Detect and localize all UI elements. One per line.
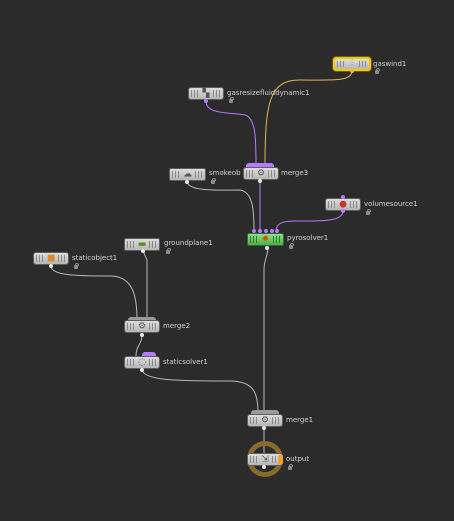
output-port[interactable] [262, 426, 266, 430]
output-icon: ⇲ [261, 454, 269, 464]
node-label-staticsolver1: staticsolver1 [163, 358, 208, 366]
staticsolver1-input-bar [142, 352, 156, 356]
wire-staticsolver-merge1 [141, 368, 259, 414]
input-port-5[interactable] [275, 229, 279, 233]
lock-icon [366, 209, 371, 215]
wire-merge2-staticsolver [135, 333, 143, 357]
input-port[interactable] [341, 195, 345, 199]
node-label-pyrosolver1: pyrosolver1 [287, 234, 329, 242]
node-label-gaswind1: gaswind1 [373, 60, 407, 68]
wire-volumesource-pyrosolver [275, 210, 344, 233]
input-port-1[interactable] [252, 229, 256, 233]
output-port[interactable] [265, 246, 269, 250]
volume-source-icon: ● [339, 199, 347, 209]
node-groundplane1[interactable]: ▬ [124, 238, 160, 251]
node-pyrosolver1[interactable]: ✹ [247, 233, 284, 246]
input-port-2[interactable] [258, 229, 262, 233]
lock-icon [74, 263, 79, 269]
wind-icon: ⫶ [350, 58, 354, 69]
output-port[interactable] [140, 333, 144, 337]
merge1-input-bar [251, 410, 279, 414]
static-object-icon: ■ [46, 253, 56, 263]
output-port[interactable] [140, 368, 144, 372]
wire-smokeobject-pyrosolver [186, 180, 255, 233]
node-label-merge2: merge2 [163, 322, 191, 330]
node-staticobject1[interactable]: ■ [33, 252, 69, 265]
output-port[interactable] [350, 69, 354, 73]
node-merge3[interactable]: ⚙ [243, 167, 279, 180]
output-port[interactable] [262, 465, 266, 469]
solver-icon: ◌ [138, 357, 146, 367]
wire-groundplane-merge2 [142, 250, 148, 320]
lock-icon [375, 68, 380, 74]
wire-staticobject-merge2 [50, 265, 138, 321]
node-label-merge3: merge3 [281, 169, 309, 177]
output-port[interactable] [141, 249, 145, 253]
node-merge2[interactable]: ⚙ [124, 320, 160, 333]
output-port[interactable] [185, 180, 189, 184]
fire-icon: ✹ [261, 234, 270, 244]
wire-gaswind1-merge3 [264, 70, 353, 167]
node-label-gasresizefluiddynamic1: gasresizefluiddynamic1 [227, 89, 310, 97]
lock-icon [229, 97, 234, 103]
output-port[interactable] [258, 179, 262, 183]
node-label-groundplane1: groundplane1 [164, 239, 213, 247]
input-port-3[interactable] [264, 229, 268, 233]
display-flag-icon[interactable] [278, 455, 283, 464]
input-port-4[interactable] [270, 229, 274, 233]
ground-icon: ▬ [137, 239, 147, 249]
node-smokeobject[interactable]: ☁ [169, 168, 206, 181]
output-port[interactable] [49, 264, 53, 268]
output-port[interactable] [204, 99, 208, 103]
node-label-staticobject1: staticobject1 [72, 254, 118, 262]
node-merge1[interactable]: ⚙ [247, 414, 283, 427]
node-label-merge1: merge1 [286, 416, 314, 424]
node-label-volumesource1: volumesource1 [364, 200, 418, 208]
merge2-input-bar [128, 317, 156, 321]
node-label-output: output [286, 455, 310, 463]
lock-icon [166, 248, 171, 254]
smoke-icon: ☁ [183, 169, 192, 179]
resize-icon: ▚ [202, 88, 210, 98]
lock-icon [288, 464, 293, 470]
lock-icon [289, 243, 294, 249]
merge-icon: ⚙ [256, 168, 266, 178]
merge-icon: ⚙ [260, 415, 270, 425]
output-port[interactable] [341, 209, 345, 213]
wire-gasresize-merge3 [205, 100, 257, 167]
wire-pyrosolver-merge1 [263, 245, 269, 413]
lock-icon [211, 178, 216, 184]
merge3-input-bar [246, 163, 274, 167]
merge-icon: ⚙ [137, 321, 147, 331]
node-label-smokeobject: smokeob [209, 169, 241, 177]
